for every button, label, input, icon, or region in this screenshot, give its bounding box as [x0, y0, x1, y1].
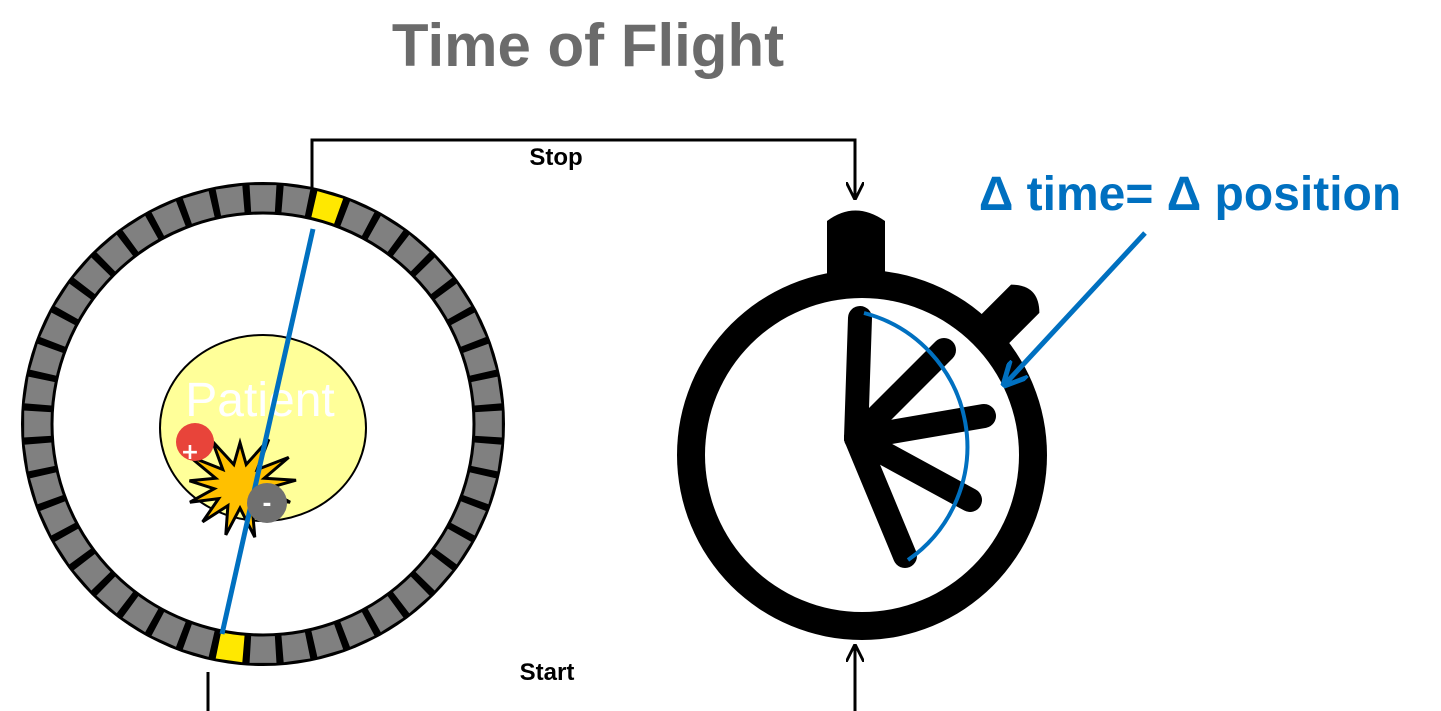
detector-block [470, 442, 502, 473]
electron-sign: - [262, 492, 271, 517]
stopwatch-crown [827, 211, 885, 277]
patient-label: Patient [185, 374, 334, 427]
page-title: Time of Flight [392, 12, 784, 79]
positron-sign: + [181, 440, 199, 465]
detector-block [24, 376, 56, 407]
delta-time-position-label: Δ time= Δ position [979, 168, 1401, 221]
electron-icon: - [247, 483, 287, 523]
detector-block [281, 631, 312, 663]
detector-block [470, 376, 502, 407]
detector-block [281, 185, 312, 217]
detector-block [215, 185, 246, 217]
detector-block [249, 184, 277, 213]
detector-block [23, 410, 52, 438]
stop-label: Stop [529, 144, 582, 171]
detector-block [474, 410, 503, 438]
detector-block-active [215, 631, 246, 663]
detector-block [249, 635, 277, 664]
stopwatch-icon [677, 211, 1047, 641]
start-label: Start [520, 659, 575, 686]
detector-block [24, 442, 56, 473]
stop-signal-wire [312, 140, 855, 198]
